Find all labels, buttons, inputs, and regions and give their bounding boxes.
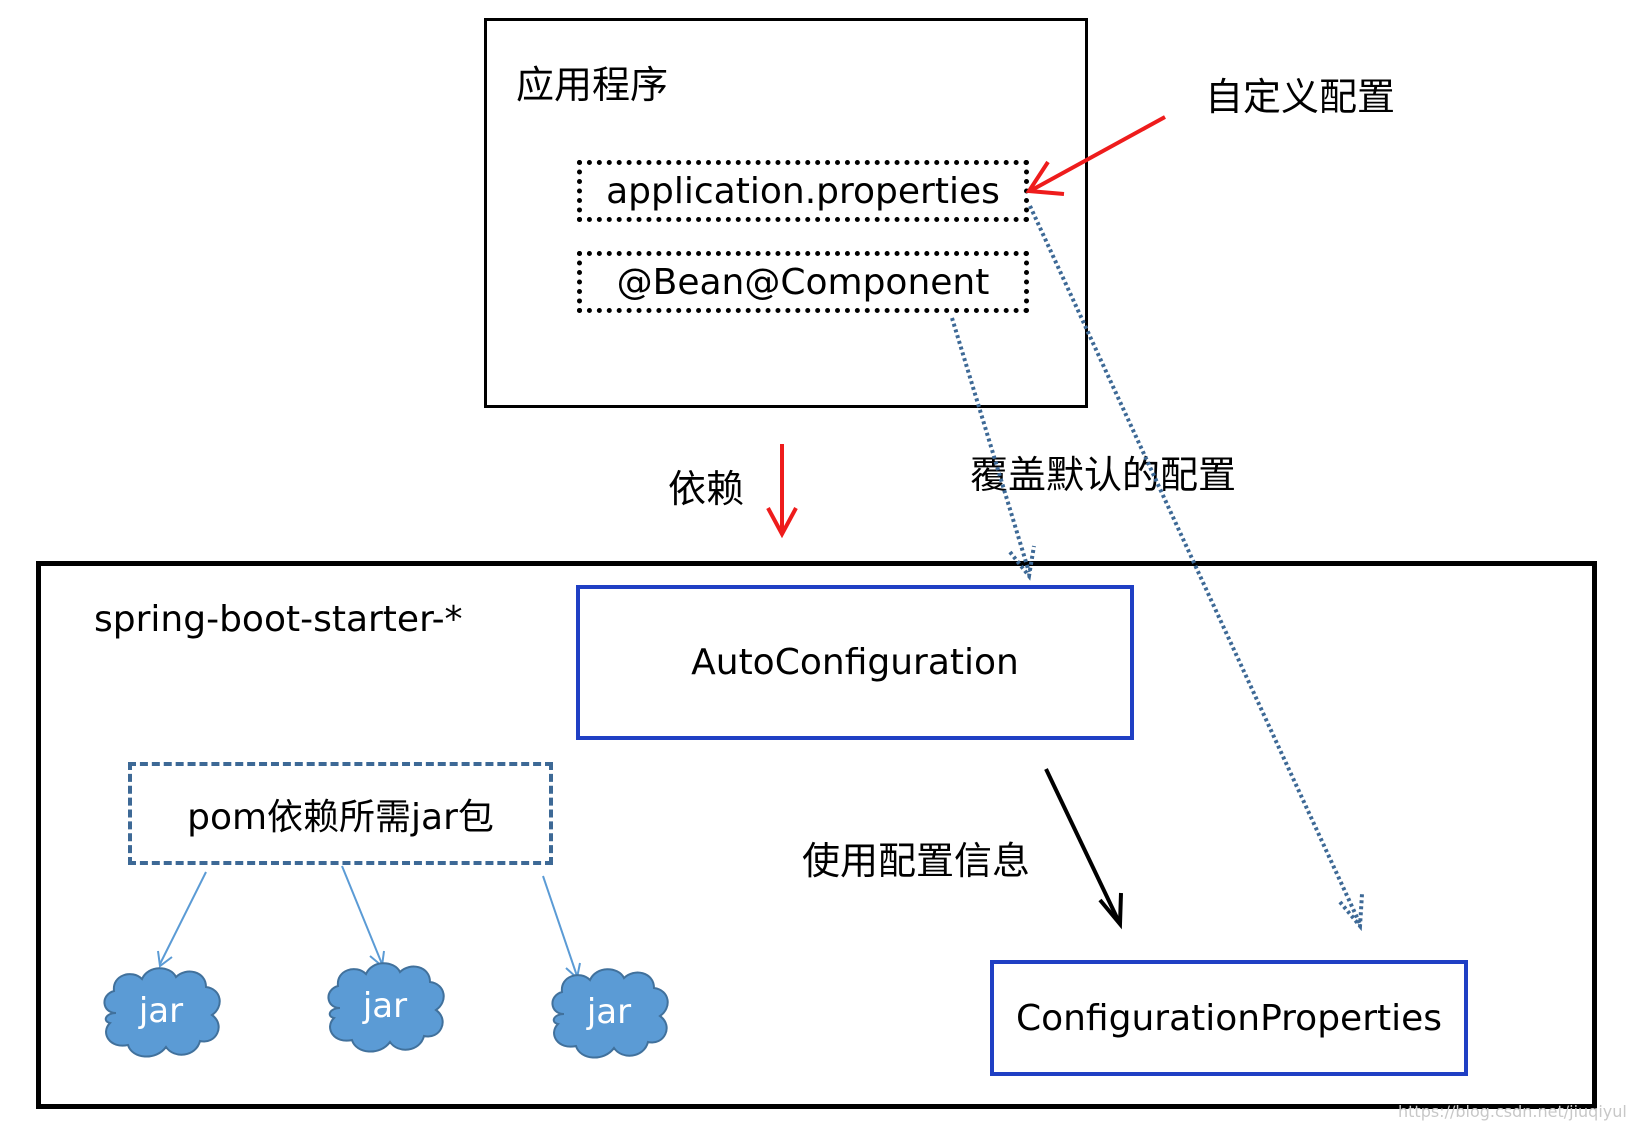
jar-link-1 [159,871,207,965]
pom-dependencies-label: pom依赖所需jar包 [187,796,494,838]
application-box [484,18,1088,408]
jar-cloud-3: jar [544,962,674,1062]
cloud-icon [327,962,445,1053]
cloud-icon [103,967,221,1058]
jar-cloud-3-label: jar [586,992,632,1032]
jar-cloud-2-label: jar [362,986,408,1026]
configuration-properties-box: ConfigurationProperties [990,960,1468,1076]
use-config-arrow [1044,768,1121,923]
jar-link-1-arrowhead [157,950,173,968]
application-properties-label: application.properties [606,170,1000,212]
auto-configuration-label: AutoConfiguration [691,642,1019,683]
depends-arrowhead [766,507,798,539]
jar-link-2 [341,865,383,965]
use-config-info-label: 使用配置信息 [802,839,1031,883]
use-config-arrowhead [1098,892,1123,930]
jar-link-3 [542,875,578,977]
starter-label: spring-boot-starter-* [94,599,463,640]
cloud-icon [551,968,669,1059]
starter-box [36,561,1597,1109]
jar-cloud-1-label: jar [138,991,184,1031]
override-default-label: 覆盖默认的配置 [970,453,1237,497]
pom-dependencies-box: pom依赖所需jar包 [128,762,553,865]
custom-config-label: 自定义配置 [1205,75,1396,119]
watermark: https://blog.csdn.net/jiuqiyuliang [1398,1102,1628,1121]
bean-component-label: @Bean@Component [616,261,990,303]
jar-cloud-2: jar [320,956,450,1056]
depends-label: 依赖 [668,467,745,511]
bean-component-box: @Bean@Component [577,251,1029,313]
application-title: 应用程序 [516,63,669,107]
override-link-bean-arrowhead [1008,545,1036,581]
custom-config-arrowhead [1025,160,1065,196]
configuration-properties-label: ConfigurationProperties [1015,997,1443,1039]
jar-cloud-1: jar [96,961,226,1061]
custom-config-arrow [1030,115,1166,193]
override-link-properties [1028,205,1362,925]
auto-configuration-box: AutoConfiguration [576,585,1134,740]
override-link-properties-arrowhead [1338,893,1364,932]
override-link-bean [950,317,1031,573]
application-properties-box: application.properties [577,160,1029,222]
